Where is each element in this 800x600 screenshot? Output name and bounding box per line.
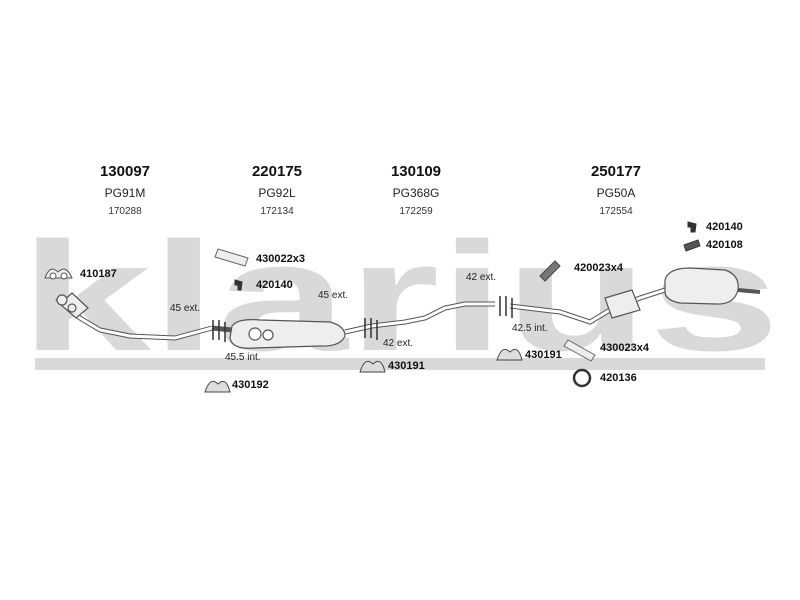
dimension-45-5-int: 45.5 int.: [225, 352, 261, 363]
dimension-45-ext-center: 45 ext.: [318, 290, 349, 301]
small-clip-icon: [683, 221, 701, 252]
accessory-410187: 410187: [80, 268, 117, 280]
front-pipe-code: PG91M: [104, 186, 146, 200]
front-pipe-reference: 170288: [108, 206, 142, 217]
rear-silencer: [509, 267, 761, 325]
rear-silencer-code: PG50A: [596, 186, 636, 200]
intermediate-pipe-reference: 172259: [399, 206, 433, 217]
accessory-430022x3: 430022x3: [256, 253, 305, 265]
mounting-rubber-icon: [44, 268, 73, 280]
accessory-420140-left: 420140: [256, 279, 293, 291]
front-pipe: [55, 292, 213, 341]
ring-icon: [572, 368, 592, 388]
watermark-underline: [35, 358, 765, 370]
accessory-430023x4: 430023x4: [600, 342, 649, 354]
accessory-430191-center: 430191: [388, 360, 425, 372]
klarius-watermark: klarius: [20, 210, 780, 383]
accessory-420023x4: 420023x4: [574, 262, 623, 274]
center-silencer-reference: 172134: [260, 206, 294, 217]
accessory-420140-right: 420140: [706, 221, 743, 233]
bracket-strip-icon: [214, 248, 249, 267]
dimension-45-ext-left: 45 ext.: [170, 303, 201, 314]
dimension-42-ext-upper: 42 ext.: [466, 272, 497, 283]
clip-icon: [234, 279, 243, 291]
intermediate-pipe: [371, 301, 495, 329]
center-silencer: [211, 319, 373, 349]
intermediate-pipe-part-number: 130109: [390, 163, 442, 180]
clamps: [212, 296, 513, 342]
center-silencer-code: PG92L: [258, 186, 296, 200]
accessory-430192: 430192: [232, 379, 269, 391]
rubber-hanger-icon: [204, 348, 523, 393]
accessory-420108: 420108: [706, 239, 743, 251]
rear-silencer-reference: 172554: [599, 206, 633, 217]
dimension-42-5-int: 42.5 int.: [512, 323, 548, 334]
rear-silencer-part-number: 250177: [590, 163, 642, 180]
bolt-icon: [539, 260, 561, 282]
accessory-420136: 420136: [600, 372, 637, 384]
accessory-430191-right: 430191: [525, 349, 562, 361]
intermediate-pipe-code: PG368G: [392, 186, 440, 200]
dimension-42-ext-lower: 42 ext.: [383, 338, 414, 349]
strip-icon: [563, 339, 596, 362]
center-silencer-part-number: 220175: [251, 163, 303, 180]
front-pipe-part-number: 130097: [99, 163, 151, 180]
